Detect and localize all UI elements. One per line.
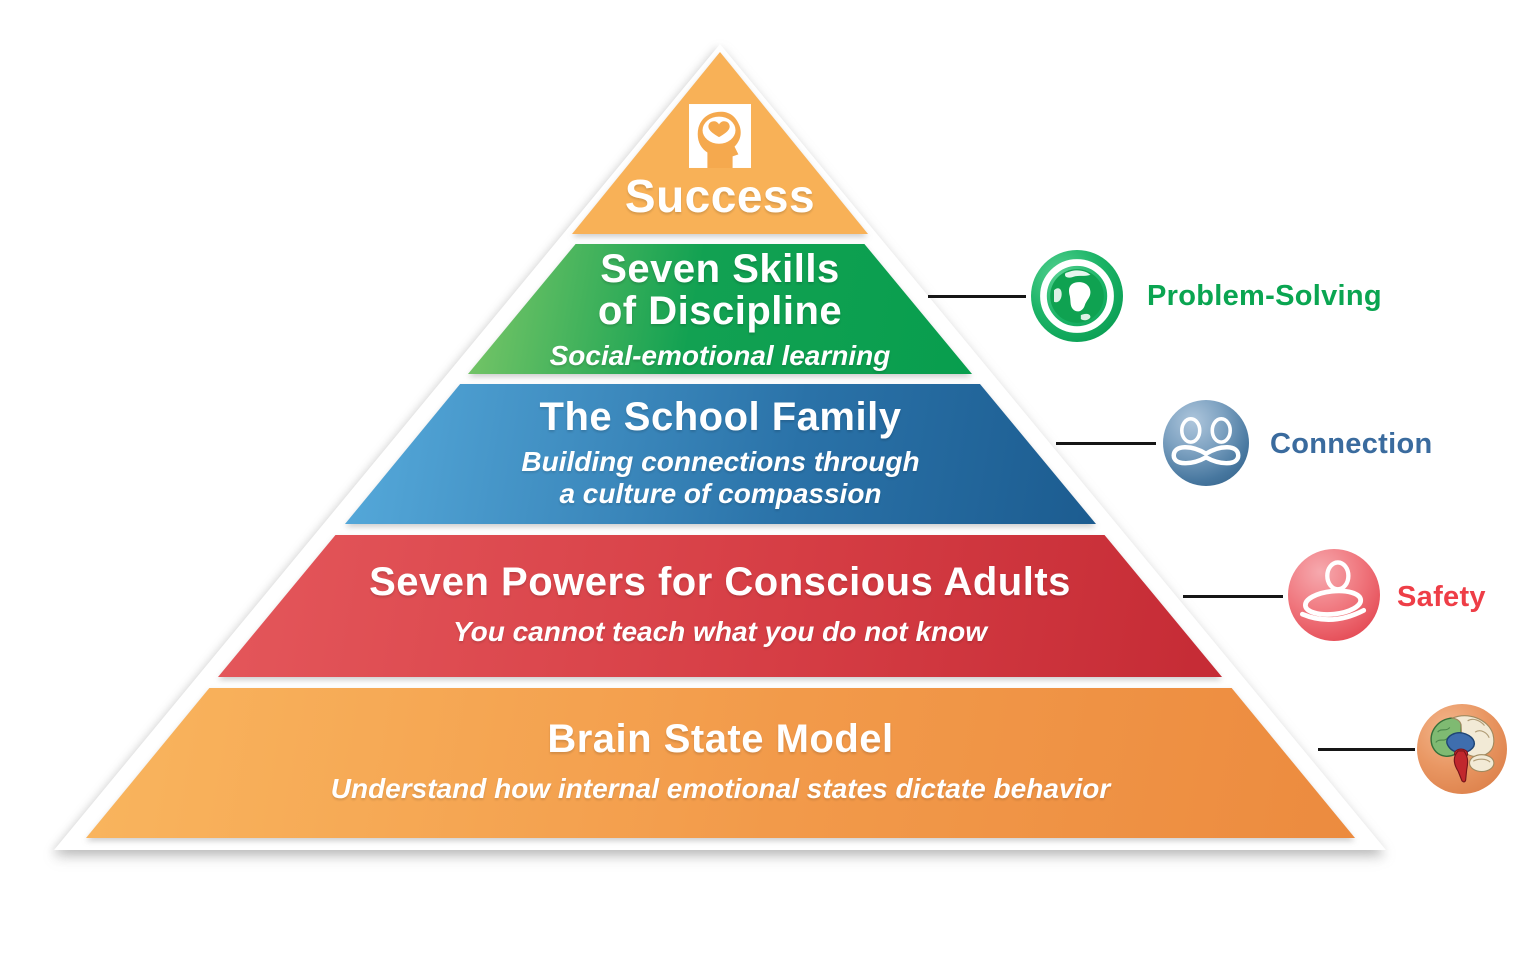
level-title: Success [624,170,816,222]
callout-label-problem-solving: Problem-Solving [1147,280,1382,312]
callout-label-safety: Safety [1397,581,1486,613]
level-success: Success [572,52,868,234]
level-title: Brain State Model [547,717,894,761]
level-subtitle-line2: a culture of compassion [559,478,882,510]
connector-line-connection [1056,442,1156,445]
level-title-line2: of Discipline [597,289,843,333]
connector-line-safety [1183,595,1283,598]
linked-people-icon [1163,400,1249,486]
callout-label-connection: Connection [1270,428,1433,460]
connector-line-brain [1318,748,1415,751]
cradled-person-icon [1288,549,1380,641]
head-with-heart-brain-icon [689,104,751,168]
level-title: Seven Powers for Conscious Adults [369,560,1071,604]
level-subtitle: You cannot teach what you do not know [452,616,988,647]
level-the-school-family: The School Family Building connections t… [345,384,1096,524]
connector-line-problem-solving [928,295,1026,298]
level-title: The School Family [539,395,902,439]
level-subtitle: Understand how internal emotional states… [330,773,1111,804]
globe-icon [1031,250,1123,342]
level-subtitle: Social-emotional learning [549,340,891,371]
level-title-line1: Seven Skills [600,247,840,291]
level-subtitle-line1: Building connections through [521,446,920,477]
level-brain-state-model: Brain State Model Understand how interna… [86,688,1355,838]
brain-icon [1417,704,1507,794]
level-seven-powers-for-conscious-adults: Seven Powers for Conscious Adults You ca… [218,535,1222,677]
level-seven-skills-of-discipline: Seven Skills of Discipline Social-emotio… [468,244,972,374]
